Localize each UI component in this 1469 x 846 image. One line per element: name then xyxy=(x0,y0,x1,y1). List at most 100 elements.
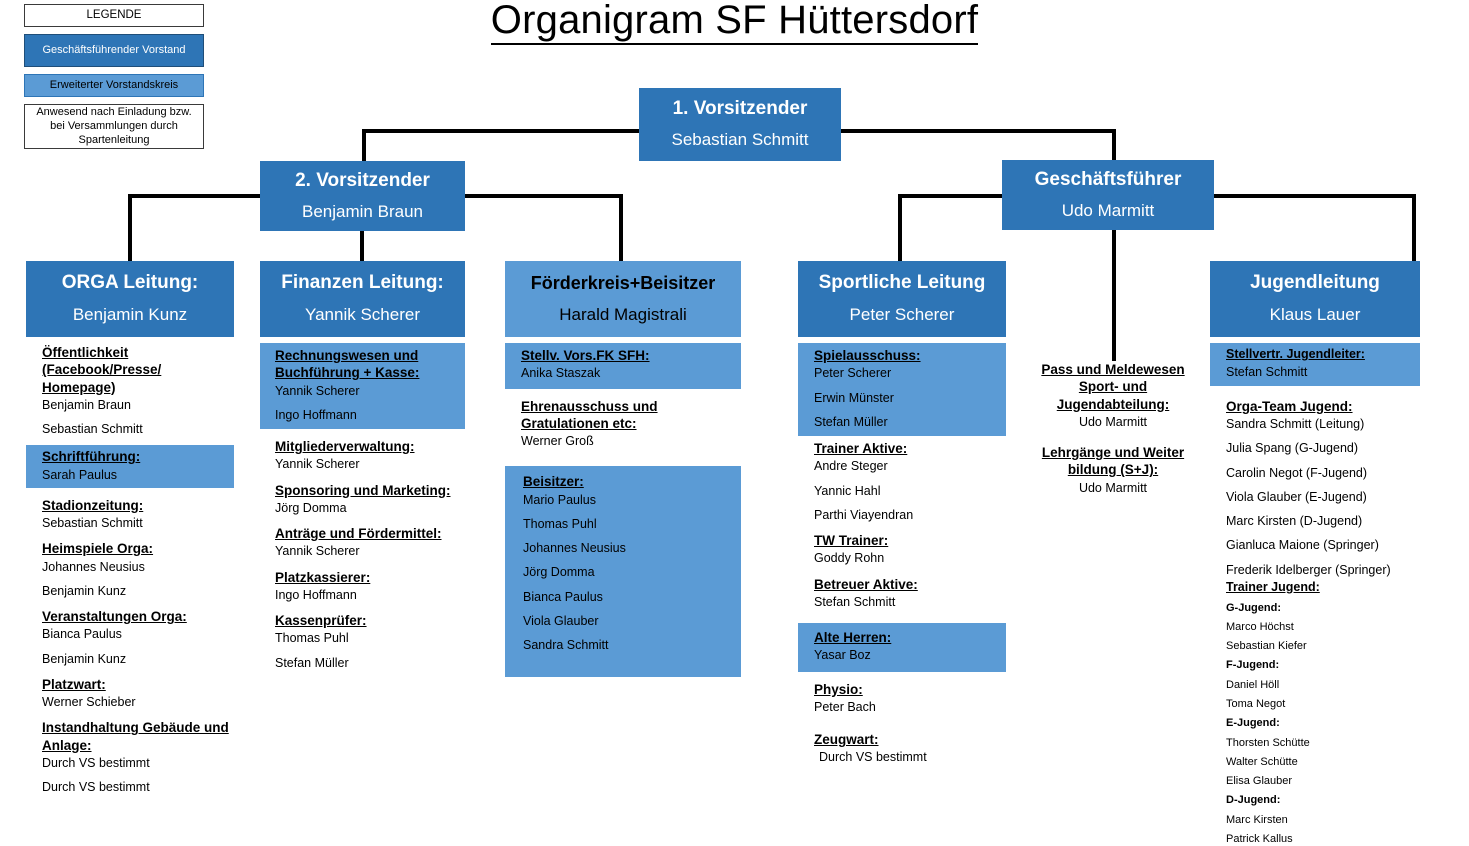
jugend-trainer-e-person-1: Thorsten Schütte xyxy=(1226,736,1310,749)
jugend-trainer-e-person-3: Elisa Glauber xyxy=(1226,775,1293,788)
orga-person-platzwart-1: Werner Schieber xyxy=(42,695,136,710)
orga-label-instandhaltung: Instandhaltung Gebäude und Anlage: xyxy=(42,720,229,753)
box-orga-leitung[interactable]: ORGA Leitung: Benjamin Kunz xyxy=(26,261,234,337)
jugend-person-orga-team-3: Carolin Negot (F-Jugend) xyxy=(1226,465,1368,480)
finanzen-person-kassenpruefer-2: Stefan Müller xyxy=(275,655,349,670)
box-2-vorsitzender-person: Benjamin Braun xyxy=(302,201,423,221)
finanzen-person-rechnungswesen-2: Ingo Hoffmann xyxy=(275,407,357,422)
orga-group-stadionzeitung: Stadionzeitung: Sebastian Schmitt xyxy=(42,497,234,532)
jugend-person-stellvertreter-1: Stefan Schmitt xyxy=(1226,364,1308,379)
foerderkreis-group-ehrenausschuss: Ehrenausschuss und Gratulationen etc: We… xyxy=(505,398,741,450)
connector-manager-drop-center xyxy=(1112,226,1116,361)
box-2-vorsitzender[interactable]: 2. Vorsitzender Benjamin Braun xyxy=(260,161,465,231)
orga-group-oeffentlichkeit: Öffentlichkeit (Facebook/Presse/ Homepag… xyxy=(42,344,234,437)
orga-group-platzwart: Platzwart: Werner Schieber xyxy=(42,676,234,711)
finanzen-person-platzkassierer-1: Ingo Hoffmann xyxy=(275,587,357,602)
jugend-trainer-e-person-2: Walter Schütte xyxy=(1226,755,1298,768)
box-finanzen-leitung[interactable]: Finanzen Leitung: Yannik Scherer xyxy=(260,261,465,337)
finanzen-group-antraege: Anträge und Fördermittel: Yannik Scherer xyxy=(275,525,465,560)
foerderkreis-label-ehrenausschuss: Ehrenausschuss und Gratulationen etc: xyxy=(521,398,658,431)
finanzen-person-rechnungswesen-1: Yannik Scherer xyxy=(275,383,360,398)
jugend-person-orga-team-2: Julia Spang (G-Jugend) xyxy=(1226,441,1359,456)
finanzen-person-kassenpruefer-1: Thomas Puhl xyxy=(275,631,349,646)
sportlich-group-trainer-aktive: Trainer Aktive: Andre Steger Yannic Hahl… xyxy=(814,440,1006,523)
page-title-text: Organigram SF Hüttersdorf xyxy=(490,0,979,45)
connector-chair2-drop-orga xyxy=(128,194,132,262)
sportlich-group-alte-herren: Alte Herren: Yasar Boz xyxy=(798,623,1006,672)
jugend-label-trainer: Trainer Jugend: xyxy=(1226,579,1320,594)
jugend-group-trainer: Trainer Jugend: G-Jugend: Marco Höchst S… xyxy=(1226,580,1426,846)
jugend-label-stellvertreter: Stellvertr. Jugendleiter: xyxy=(1226,347,1365,361)
sportlich-person-betreuer-aktive-1: Stefan Schmitt xyxy=(814,594,896,609)
sportlich-person-tw-trainer-1: Goddy Rohn xyxy=(814,551,885,566)
jugend-group-orga-team: Orga-Team Jugend: Sandra Schmitt (Leitun… xyxy=(1226,398,1426,578)
gf-person-pass-meldewesen-1: Udo Marmitt xyxy=(1078,414,1148,429)
jugend-trainer-f-person-2: Toma Negot xyxy=(1226,698,1286,710)
box-sportliche-leitung[interactable]: Sportliche Leitung Peter Scherer xyxy=(798,261,1006,337)
box-geschaeftsfuehrer-person: Udo Marmitt xyxy=(1061,200,1155,220)
orga-person-instandhaltung-1: Durch VS bestimmt xyxy=(42,755,150,770)
jugend-person-orga-team-1: Sandra Schmitt (Leitung) xyxy=(1226,417,1365,432)
jugend-trainer-section-e-label: E-Jugend: xyxy=(1226,717,1280,730)
sportlich-person-alte-herren-1: Yasar Boz xyxy=(814,648,871,663)
jugend-trainer-section-g-label: G-Jugend: xyxy=(1226,601,1281,614)
foerderkreis-person-beisitzer-4: Jörg Domma xyxy=(523,565,595,580)
legend: LEGENDE Geschäftsführender Vorstand Erwe… xyxy=(24,4,204,156)
orga-group-veranstaltungen: Veranstaltungen Orga: Bianca Paulus Benj… xyxy=(42,608,234,667)
sportlich-person-spielausschuss-1: Peter Scherer xyxy=(814,366,892,381)
box-2-vorsitzender-role: 2. Vorsitzender xyxy=(295,169,430,191)
foerderkreis-head-person: Harald Magistrali xyxy=(559,304,687,324)
jugend-person-orga-team-4: Viola Glauber (E-Jugend) xyxy=(1226,489,1367,504)
sportlich-label-spielausschuss: Spielausschuss: xyxy=(814,348,921,363)
box-jugendleitung[interactable]: Jugendleitung Klaus Lauer xyxy=(1210,261,1420,337)
sportlich-label-physio: Physio: xyxy=(814,681,863,697)
orga-person-instandhaltung-2: Durch VS bestimmt xyxy=(42,780,150,795)
gf-label-lehrgaenge: Lehrgänge und Weiter bildung (S+J): xyxy=(1041,445,1185,478)
jugend-label-orga-team: Orga-Team Jugend: xyxy=(1226,398,1353,414)
finanzen-person-sponsoring-1: Jörg Domma xyxy=(275,500,347,515)
box-geschaeftsfuehrer-role: Geschäftsführer xyxy=(1034,168,1182,190)
gf-group-lehrgaenge: Lehrgänge und Weiter bildung (S+J): Udo … xyxy=(1022,444,1204,496)
sportlich-head-title: Sportliche Leitung xyxy=(818,272,986,294)
jugend-person-orga-team-7: Frederik Idelberger (Springer) xyxy=(1226,562,1391,577)
box-foerderkreis[interactable]: Förderkreis+Beisitzer Harald Magistrali xyxy=(505,261,741,337)
sportlich-group-betreuer-aktive: Betreuer Aktive: Stefan Schmitt xyxy=(814,576,1006,611)
sportlich-group-tw-trainer: TW Trainer: Goddy Rohn xyxy=(814,532,1006,567)
box-1-vorsitzender[interactable]: 1. Vorsitzender Sebastian Schmitt xyxy=(639,88,841,161)
sportlich-person-spielausschuss-2: Erwin Münster xyxy=(814,390,894,405)
orga-group-schriftfuehrung: Schriftführung: Sarah Paulus xyxy=(26,445,234,488)
box-geschaeftsfuehrer[interactable]: Geschäftsführer Udo Marmitt xyxy=(1002,160,1214,230)
foerderkreis-person-beisitzer-7: Sandra Schmitt xyxy=(523,638,609,653)
orga-person-veranstaltungen-1: Bianca Paulus xyxy=(42,627,122,642)
jugend-person-orga-team-6: Gianluca Maione (Springer) xyxy=(1226,538,1379,553)
foerderkreis-person-beisitzer-3: Johannes Neusius xyxy=(523,541,626,556)
foerderkreis-group-beisitzer: Beisitzer: Mario Paulus Thomas Puhl Joha… xyxy=(505,466,741,678)
sportlich-label-zeugwart: Zeugwart: xyxy=(814,732,879,748)
jugend-trainer-d-person-2: Patrick Kallus xyxy=(1226,833,1293,846)
sportlich-person-trainer-aktive-1: Andre Steger xyxy=(814,459,888,474)
orga-label-veranstaltungen: Veranstaltungen Orga: xyxy=(42,609,187,625)
jugend-trainer-g-person-2: Sebastian Kiefer xyxy=(1226,640,1307,653)
connector-chair1-horizontal-right xyxy=(840,129,1116,133)
finanzen-label-platzkassierer: Platzkassierer: xyxy=(275,569,371,585)
sportlich-label-betreuer-aktive: Betreuer Aktive: xyxy=(814,576,918,592)
jugend-head-title: Jugendleitung xyxy=(1250,272,1380,294)
foerderkreis-label-stellv-vorsitz: Stellv. Vors.FK SFH: xyxy=(521,348,650,363)
orga-head-person: Benjamin Kunz xyxy=(72,305,188,325)
jugend-trainer-section-d-label: D-Jugend: xyxy=(1226,794,1281,807)
sportlich-person-physio-1: Peter Bach xyxy=(814,699,876,714)
jugend-trainer-f-person-1: Daniel Höll xyxy=(1226,678,1280,691)
box-1-vorsitzender-person: Sebastian Schmitt xyxy=(671,130,809,150)
sportlich-person-trainer-aktive-2: Yannic Hahl xyxy=(814,483,881,498)
orga-label-schriftfuehrung: Schriftführung: xyxy=(42,449,141,465)
foerderkreis-person-ehrenausschuss-1: Werner Groß xyxy=(521,434,594,449)
orga-person-heimspiele-1: Johannes Neusius xyxy=(42,559,145,574)
finanzen-person-antraege-1: Yannik Scherer xyxy=(275,544,360,559)
gf-person-lehrgaenge-1: Udo Marmitt xyxy=(1078,480,1148,495)
finanzen-label-sponsoring: Sponsoring und Marketing: xyxy=(275,482,451,498)
orga-person-oeffentlichkeit-1: Benjamin Braun xyxy=(42,397,131,412)
orga-label-heimspiele: Heimspiele Orga: xyxy=(42,541,154,557)
orga-person-schriftfuehrung-1: Sarah Paulus xyxy=(42,467,118,482)
finanzen-group-sponsoring: Sponsoring und Marketing: Jörg Domma xyxy=(275,482,465,517)
organigram-canvas: Organigram SF Hüttersdorf LEGENDE Geschä… xyxy=(24,0,1426,845)
